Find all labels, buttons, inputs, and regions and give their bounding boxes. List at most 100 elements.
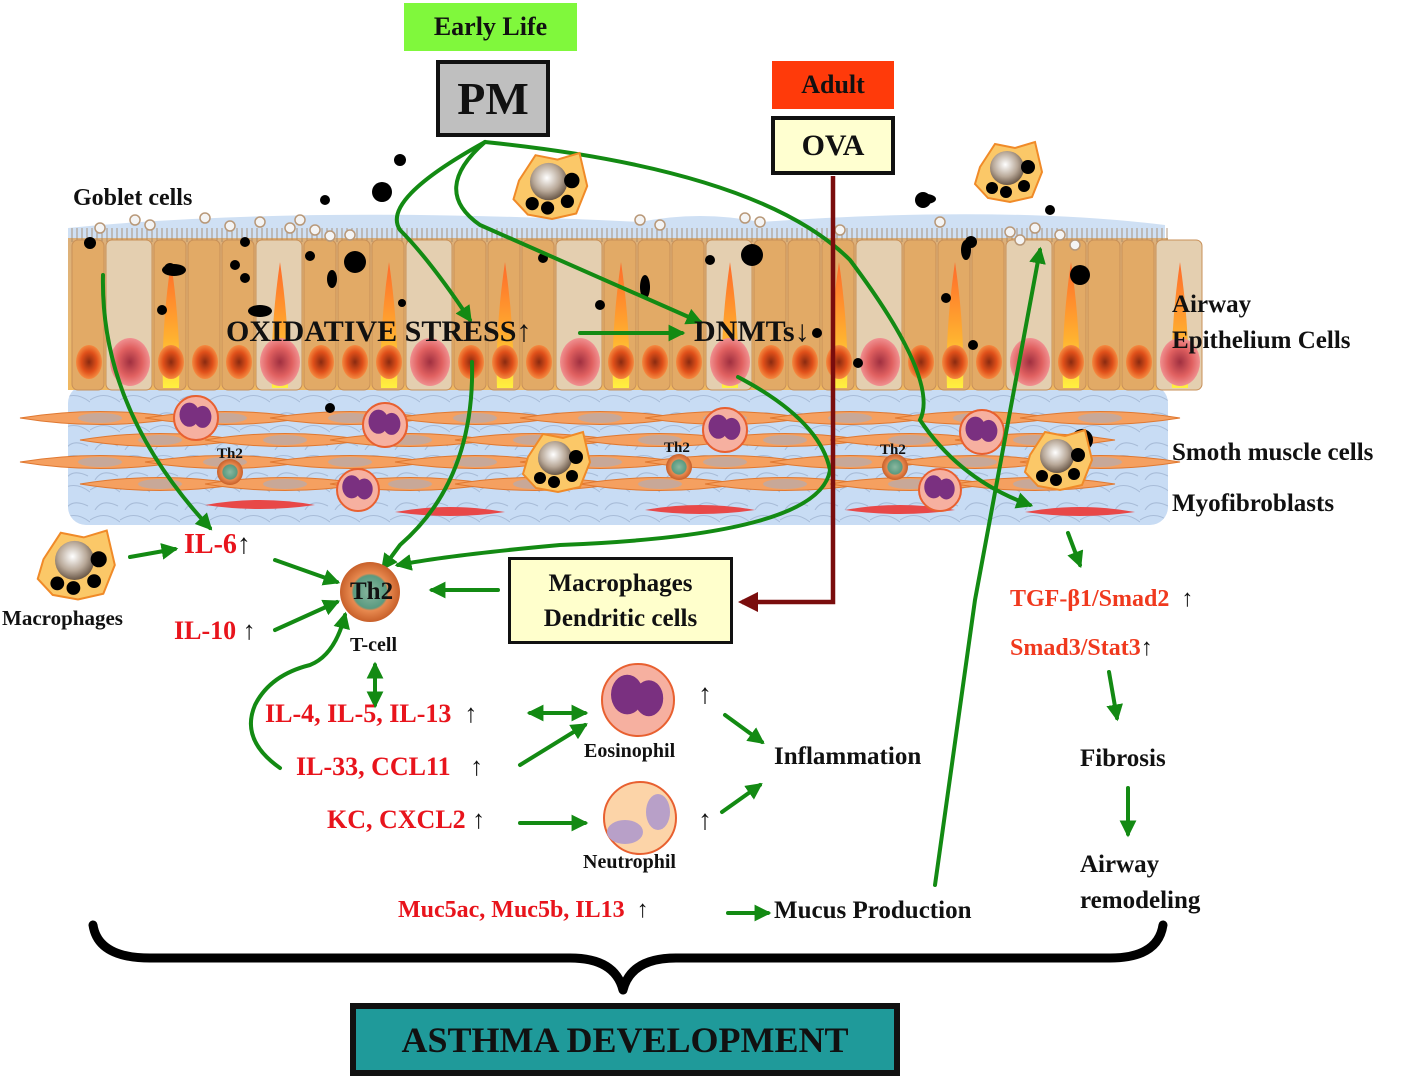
il33-ccl11-label: IL-33, CCL11 ↑ <box>296 752 484 782</box>
eosinophil-nucleus <box>937 478 955 500</box>
cell-nucleus <box>908 345 934 379</box>
th2-cell <box>666 454 692 480</box>
engulfed-particle <box>560 194 575 208</box>
arrow-il6-to-th2 <box>273 558 341 586</box>
pm-particle <box>853 358 863 368</box>
myofibroblast <box>1025 507 1135 516</box>
arrow-ova-to-apc <box>737 176 836 613</box>
mucus-vesicle <box>94 222 106 234</box>
pm-box: PM <box>436 60 550 137</box>
smad3-stat3-text: Smad3/Stat3 <box>1010 635 1141 661</box>
pm-particle <box>230 260 240 270</box>
arrow-il10-to-th2 <box>273 599 341 632</box>
pm-particle <box>157 305 167 315</box>
eosinophil-nucleus <box>979 419 998 442</box>
arrow-smad3-to-fibrosis <box>1106 670 1123 722</box>
cell-nucleus <box>308 345 334 379</box>
pm-particle <box>344 251 366 273</box>
pm-particle <box>705 255 715 265</box>
mucus-vesicle <box>294 214 306 226</box>
cell-nucleus <box>642 345 668 379</box>
macrophage-nucleus <box>990 151 1024 185</box>
tissue-immune-cells <box>173 395 1094 512</box>
arrow-pm-to-dnmts <box>454 140 704 325</box>
muscle-nucleus <box>763 435 807 445</box>
increase-arrow-icon: ↑ <box>236 529 251 560</box>
muc-text: Muc5ac, Muc5b, IL13 <box>398 897 625 923</box>
mucus-vesicle <box>284 222 296 234</box>
neutrophil-label: Neutrophil <box>583 851 676 873</box>
eosinophil-nucleus <box>193 405 212 428</box>
pm-particle <box>941 293 951 303</box>
mucus-vesicle <box>254 216 266 228</box>
eosinophil-nucleus <box>342 475 362 499</box>
pm-particle <box>640 275 650 299</box>
goblet-cells-label: Goblet cells <box>73 185 193 211</box>
arrow-il33-to-eosinophil <box>518 723 588 767</box>
eosinophil-nucleus <box>179 402 200 427</box>
pm-particle <box>916 194 936 204</box>
engulfed-particle <box>1021 160 1035 174</box>
pm-particle <box>1045 205 1055 215</box>
muscle-nucleus <box>953 457 997 467</box>
mucus-vesicle <box>1014 234 1026 246</box>
arrow-macrophage-to-il6 <box>128 543 179 560</box>
cell-nucleus <box>758 345 784 379</box>
engulfed-particle <box>1068 468 1080 480</box>
airway-remodeling-label: Airway remodeling <box>1080 847 1200 920</box>
macrophage-nucleus <box>538 441 572 475</box>
pm-particle <box>327 270 337 288</box>
cell-nucleus <box>942 345 968 379</box>
mucus-production-label: Mucus Production <box>774 897 972 924</box>
il6-label: IL-6↑ <box>184 529 251 561</box>
fibrosis-label: Fibrosis <box>1080 745 1166 772</box>
muscle-nucleus <box>578 413 622 423</box>
muscle-nucleus <box>388 479 432 489</box>
engulfed-particle <box>90 551 107 568</box>
apc-line-macrophages: Macrophages <box>548 569 693 597</box>
cell-nucleus <box>492 345 518 379</box>
mucus-vesicle <box>754 216 766 228</box>
pm-particle <box>248 305 272 317</box>
arrow-pm-to-myofibroblasts <box>483 140 1034 509</box>
engulfed-particle <box>1050 474 1062 486</box>
engulfed-particle <box>1071 448 1085 462</box>
early-life-badge: Early Life <box>404 3 577 51</box>
neutrophil-nucleus <box>646 794 670 830</box>
muscle-nucleus <box>78 457 122 467</box>
cell-nucleus <box>1092 345 1118 379</box>
muscle-nucleus <box>453 457 497 467</box>
increase-arrow-icon: ↑ <box>1140 635 1153 661</box>
pm-particle <box>595 300 605 310</box>
th2-cell <box>882 454 908 480</box>
mucus-vesicle <box>324 230 336 242</box>
arrow-il33-feedback-to-th2 <box>249 611 350 770</box>
pm-particle <box>240 273 250 283</box>
tgf-smad2-label: TGF-β1/Smad2 ↑ <box>1010 586 1193 612</box>
neutrophil-nucleus <box>607 820 643 844</box>
pm-particle <box>162 264 186 276</box>
eosinophil-nucleus <box>965 416 986 441</box>
engulfed-particle <box>1000 186 1012 198</box>
cell-nucleus <box>560 338 600 386</box>
mucus-vesicle <box>344 229 356 241</box>
pm-particle <box>240 237 250 247</box>
cell-nucleus <box>260 338 300 386</box>
cell-nucleus <box>710 338 750 386</box>
increase-arrow-icon: ↑ <box>470 752 484 781</box>
tissue-th2-label: Th2 <box>880 442 906 458</box>
engulfed-particle <box>569 450 583 464</box>
muscle-nucleus <box>888 435 932 445</box>
pm-particle <box>1070 265 1090 285</box>
pm-particle <box>968 340 978 350</box>
engulfed-particle <box>986 182 998 194</box>
arrow-neutrophil-to-inflammation <box>720 783 763 814</box>
airway-remodeling-line2: remodeling <box>1080 887 1201 915</box>
eosinophil-nucleus <box>611 674 644 715</box>
mucus-vesicle <box>309 224 321 236</box>
pm-particle <box>394 154 406 166</box>
th2-cell <box>217 459 243 485</box>
inflammation-label: Inflammation <box>774 743 922 770</box>
myofibroblast <box>395 507 505 516</box>
